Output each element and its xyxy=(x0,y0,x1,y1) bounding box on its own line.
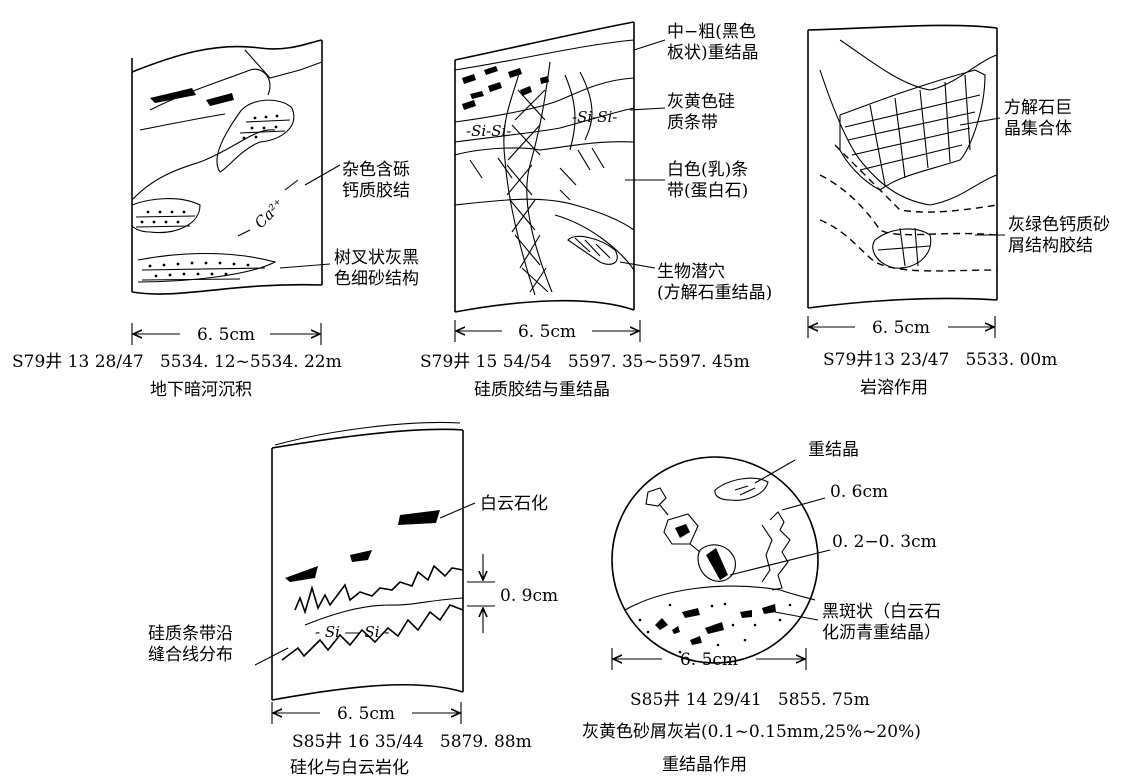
panel-2-core: -Si-Si- -Si-Si- xyxy=(454,21,666,313)
label-recrystallization: 中−粗(黑色 板状)重结晶 xyxy=(667,22,759,63)
label-variegated-cement: 杂色含砾 钙质胶结 xyxy=(342,160,410,201)
label-thickness: 0. 9cm xyxy=(500,586,559,606)
si-label: - Si — Si - xyxy=(315,623,389,641)
scale-bar-4: 6. 5cm xyxy=(271,702,462,724)
fine-sand-dots xyxy=(148,261,250,278)
caption-4-line2: 硅化与白云岩化 xyxy=(290,758,409,778)
scale-label: 6. 5cm xyxy=(518,322,576,342)
si-label-right: -Si-Si- xyxy=(572,108,617,126)
label-dolomitization: 白云石化 xyxy=(480,494,548,514)
calcite-grid xyxy=(844,74,981,186)
label-silica-band: 灰黄色硅 质条带 xyxy=(667,92,735,133)
caption-2-line2: 硅质胶结与重结晶 xyxy=(474,380,610,400)
scale-label: 6. 5cm xyxy=(197,325,255,345)
burrow-crosshatch xyxy=(506,89,549,293)
label-burrow: 生物潜穴 (方解石重结晶) xyxy=(657,262,773,303)
dolomite-crystal xyxy=(285,566,318,582)
si-label: -Si-Si- xyxy=(466,122,511,140)
label-stylolite-silica: 硅质条带沿 缝合线分布 xyxy=(148,624,233,665)
panel-3-core xyxy=(807,24,1005,309)
caption-1-line1: S79井 13 28/47 5534. 12~5534. 22m xyxy=(12,352,342,372)
sand-dots xyxy=(638,602,792,654)
caption-5-line3: 重结晶作用 xyxy=(662,755,747,775)
scale-bar-2: 6. 5cm xyxy=(454,320,641,342)
caption-1-line2: 地下暗河沉积 xyxy=(150,380,252,400)
caption-4-line1: S85井 16 35/44 5879. 88m xyxy=(292,732,532,752)
label-size-0-6: 0. 6cm xyxy=(830,482,889,502)
dolomite-crystal xyxy=(350,550,372,562)
calcite-crystal-aggregate xyxy=(839,69,986,191)
sand-dots xyxy=(140,210,186,224)
black-crystals xyxy=(462,66,549,110)
label-dendritic-sand: 树叉状灰黑 色细砂结构 xyxy=(334,248,419,289)
scale-bar-5: 6. 5cm xyxy=(611,648,807,670)
caption-2-line1: S79井 15 54/54 5597. 35~5597. 45m xyxy=(420,352,750,372)
scale-label: 6. 5cm xyxy=(872,318,930,338)
scale-bar-3: 6. 5cm xyxy=(807,316,996,338)
dolomite-crystal xyxy=(398,510,440,525)
label-opal-band: 白色(乳)条 带(蛋白石) xyxy=(667,160,749,201)
scale-bar-1: 6. 5cm xyxy=(131,323,322,345)
label-green-cement: 灰绿色钙质砂 屑结构胶结 xyxy=(1008,215,1110,256)
bitumen-spots xyxy=(655,604,776,645)
caption-5-line2: 灰黄色砂屑灰岩(0.1~0.15mm,25%~20%) xyxy=(582,722,921,742)
caption-3-line2: 岩溶作用 xyxy=(860,378,928,398)
pebble-dots xyxy=(242,114,279,140)
panel-4-core: - Si — Si - xyxy=(254,421,495,701)
label-recrystal-5: 重结晶 xyxy=(808,440,859,460)
scale-label: 6. 5cm xyxy=(680,650,738,670)
caption-3-line1: S79井13 23/47 5533. 00m xyxy=(823,350,1058,370)
panel-5-thin-section xyxy=(611,456,831,664)
label-black-spots: 黑斑状（白云石 化沥青重结晶） xyxy=(822,602,941,643)
black-lens xyxy=(206,93,234,106)
pebble-lens xyxy=(216,99,295,173)
black-lens xyxy=(150,88,196,103)
scale-label: 6. 5cm xyxy=(337,704,395,724)
caption-5-line1: S85井 14 29/41 5855. 75m xyxy=(630,690,870,710)
label-size-0-2: 0. 2−0. 3cm xyxy=(832,532,937,552)
label-calcite-aggregate: 方解石巨 晶集合体 xyxy=(1004,98,1072,139)
